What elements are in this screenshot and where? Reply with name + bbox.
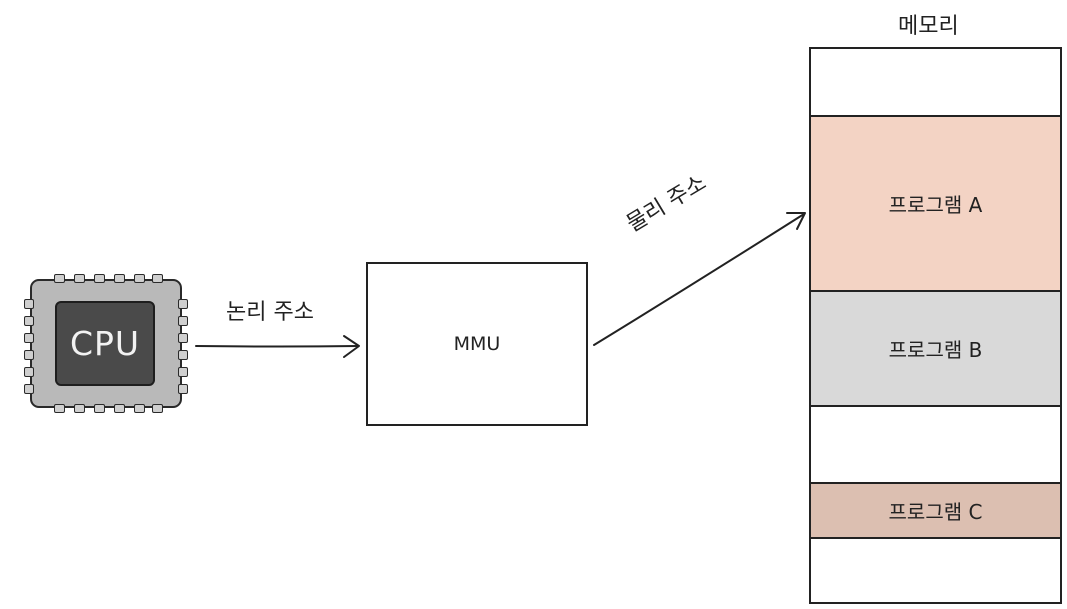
cpu-pin bbox=[114, 274, 125, 283]
cpu-pin bbox=[54, 274, 65, 283]
cpu-pin bbox=[178, 333, 188, 343]
cpu-label: CPU bbox=[69, 324, 141, 363]
cpu-pin bbox=[74, 404, 85, 413]
memory-segment-program-c: 프로그램 C bbox=[809, 482, 1062, 539]
cpu-chip: CPU bbox=[30, 279, 182, 408]
cpu-pin bbox=[24, 333, 34, 343]
cpu-pin bbox=[152, 404, 163, 413]
cpu-pin bbox=[94, 404, 105, 413]
physical-address-arrow bbox=[593, 212, 806, 346]
cpu-pin bbox=[74, 274, 85, 283]
cpu-pin bbox=[178, 384, 188, 394]
cpu-pin bbox=[178, 316, 188, 326]
cpu-pin bbox=[24, 367, 34, 377]
cpu-pin bbox=[178, 350, 188, 360]
cpu-pin bbox=[54, 404, 65, 413]
cpu-pin bbox=[152, 274, 163, 283]
memory-column: 프로그램 A 프로그램 B 프로그램 C bbox=[809, 47, 1062, 604]
segment-label: 프로그램 C bbox=[888, 500, 983, 524]
memory-divider bbox=[809, 405, 1062, 407]
mmu-box: MMU bbox=[366, 262, 588, 426]
memory-segment-program-a: 프로그램 A bbox=[809, 115, 1062, 292]
cpu-pin bbox=[24, 316, 34, 326]
cpu-core: CPU bbox=[55, 301, 155, 386]
cpu-pin bbox=[24, 350, 34, 360]
segment-label: 프로그램 B bbox=[888, 338, 983, 362]
cpu-pin bbox=[134, 274, 145, 283]
cpu-pin bbox=[134, 404, 145, 413]
cpu-pin bbox=[178, 367, 188, 377]
logical-address-label: 논리 주소 bbox=[226, 300, 314, 325]
cpu-pin bbox=[24, 299, 34, 309]
logical-address-arrow bbox=[195, 335, 360, 358]
memory-title: 메모리 bbox=[898, 14, 959, 39]
mmu-label: MMU bbox=[453, 333, 501, 355]
cpu-pin bbox=[114, 404, 125, 413]
cpu-pin bbox=[24, 384, 34, 394]
cpu-pin bbox=[178, 299, 188, 309]
segment-label: 프로그램 A bbox=[888, 193, 983, 217]
cpu-pin bbox=[94, 274, 105, 283]
